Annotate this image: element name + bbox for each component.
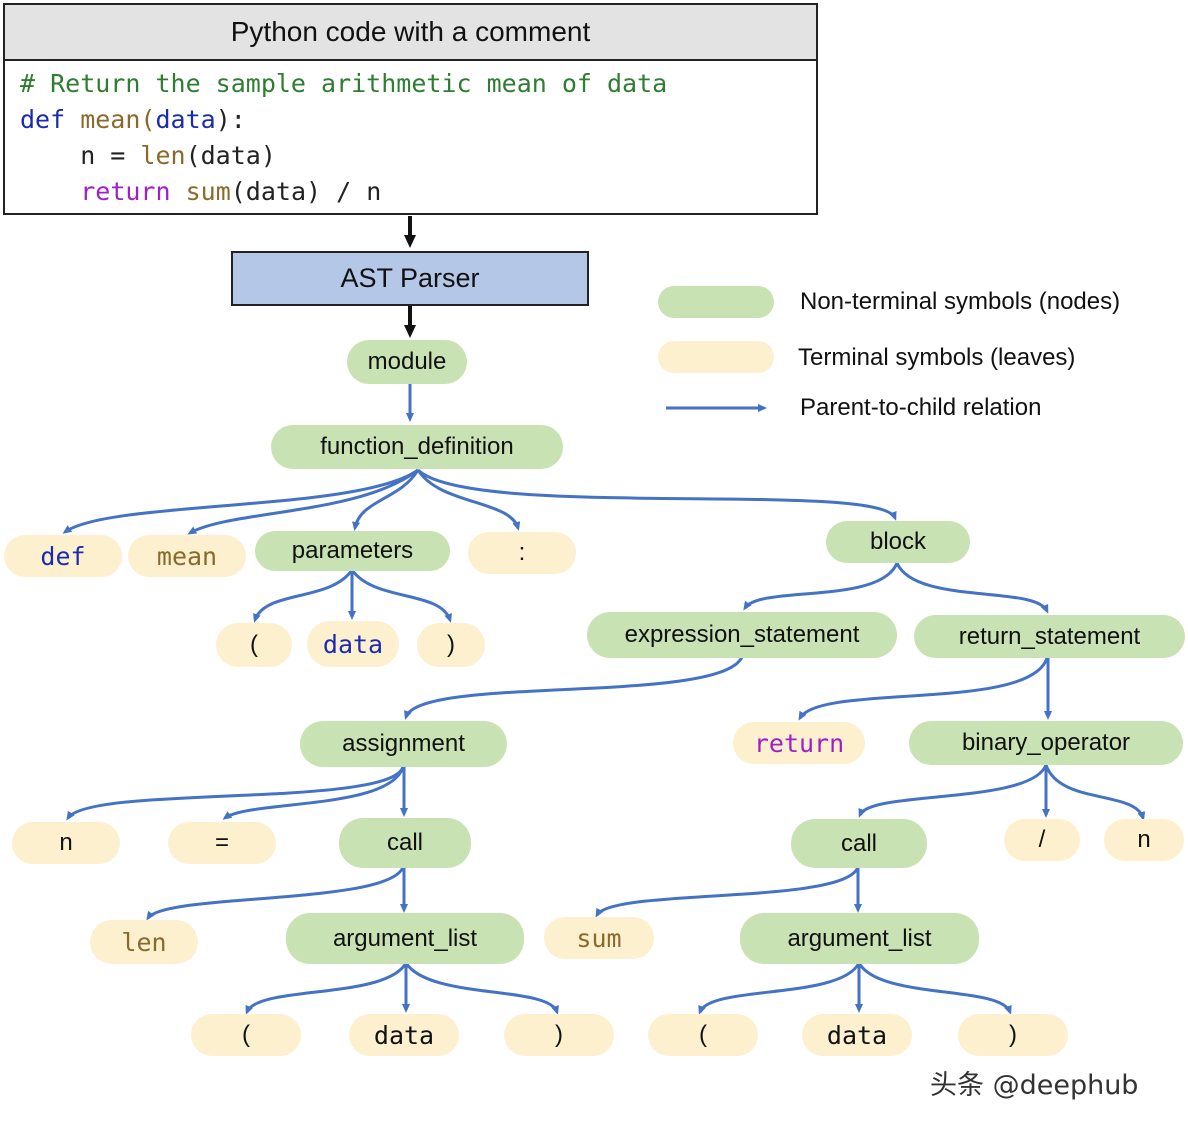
watermark: 头条 @deephub <box>930 1070 1139 1101</box>
legend-relation-label: Parent-to-child relation <box>800 394 1042 421</box>
edge-fndef-parameters <box>352 469 420 531</box>
edge-expr-assignment <box>404 656 744 720</box>
edge-return-stmt-return <box>798 657 1049 721</box>
code-line-comment: # Return the sample arithmetic mean of d… <box>20 69 667 98</box>
leaf-n: n <box>12 822 120 864</box>
node-expression-statement: expression_statement <box>587 612 897 658</box>
node-call-sum: call <box>791 819 927 868</box>
edge-assignment-equals <box>222 766 405 820</box>
edge-binop-call <box>858 764 1048 818</box>
code-line-assignment: n = len(data) <box>20 141 276 170</box>
node-function-definition: function_definition <box>271 425 563 469</box>
edge-arglist-rparen <box>404 962 559 1015</box>
leaf-colon: : <box>468 532 576 574</box>
leaf-sum: sum <box>544 917 654 959</box>
edge-arglist-right-lparen <box>698 962 861 1015</box>
code-indent <box>20 177 80 206</box>
code-builtin-sum: sum <box>185 177 231 206</box>
edge-parameters-rparen <box>350 569 452 623</box>
leaf-param-data: data <box>307 621 399 667</box>
code-builtin-len: len <box>140 141 186 170</box>
edge-call-sum <box>595 866 860 918</box>
legend-terminal-swatch <box>658 341 774 373</box>
edge-block-expression-statement <box>743 562 899 611</box>
edge-fndef-mean <box>187 468 419 535</box>
legend-nonterminal-swatch <box>658 286 774 318</box>
edge-assignment-n <box>66 766 405 821</box>
legend-terminal-label: Terminal symbols (leaves) <box>798 344 1076 371</box>
code-panel-title: Python code with a comment <box>5 5 816 61</box>
leaf-param-rparen: ) <box>417 623 485 667</box>
code-len-args: (data) <box>185 141 276 170</box>
code-sum-expr: (data) / n <box>230 177 382 206</box>
leaf-args-right-data: data <box>802 1014 912 1056</box>
node-argument-list-left: argument_list <box>286 913 524 964</box>
code-space <box>171 177 186 206</box>
leaf-n-right: n <box>1104 819 1184 861</box>
edge-call-len <box>146 866 405 921</box>
edge-block-return-statement <box>895 562 1049 614</box>
leaf-mean: mean <box>128 535 246 577</box>
node-parameters: parameters <box>255 531 450 571</box>
leaf-args-right-rparen: ) <box>958 1014 1068 1056</box>
edge-fndef-colon <box>416 469 521 531</box>
code-assign-target: n = <box>20 141 141 170</box>
code-panel: Python code with a comment # Return the … <box>3 3 818 215</box>
node-call-len: call <box>339 818 471 868</box>
leaf-equals: = <box>168 822 276 864</box>
node-assignment: assignment <box>300 721 507 767</box>
leaf-param-lparen: ( <box>216 623 292 667</box>
node-module: module <box>347 340 467 384</box>
legend-nonterminal-label: Non-terminal symbols (nodes) <box>800 288 1121 315</box>
leaf-args-left-lparen: ( <box>191 1014 301 1056</box>
edge-arglist-lparen <box>245 962 408 1015</box>
code-keyword-def: def <box>20 105 66 134</box>
code-function-name: mean( <box>65 105 156 134</box>
code-keyword-return: return <box>80 177 171 206</box>
edge-binop-n <box>1044 764 1146 821</box>
edge-fndef-def <box>62 468 419 534</box>
code-line-return: return sum(data) / n <box>20 177 381 206</box>
leaf-def: def <box>4 535 122 577</box>
ast-parser-box: AST Parser <box>231 251 589 306</box>
leaf-return: return <box>733 722 865 764</box>
node-binary-operator: binary_operator <box>909 721 1183 765</box>
code-line-def: def mean(data): <box>20 105 246 134</box>
edge-arglist-right-rparen <box>857 962 1012 1015</box>
node-argument-list-right: argument_list <box>740 913 979 964</box>
node-return-statement: return_statement <box>914 615 1185 658</box>
edge-parameters-lparen <box>253 569 354 623</box>
leaf-args-right-lparen: ( <box>648 1014 758 1056</box>
code-comment: # Return the sample arithmetic mean of d… <box>20 69 668 98</box>
leaf-args-left-data: data <box>349 1014 459 1056</box>
edge-fndef-block <box>416 468 897 521</box>
leaf-len: len <box>90 920 198 964</box>
leaf-args-left-rparen: ) <box>504 1014 614 1056</box>
node-block: block <box>826 521 970 563</box>
code-parameter: data <box>155 105 216 134</box>
code-punctuation: ): <box>215 105 246 134</box>
leaf-slash: / <box>1004 819 1080 861</box>
